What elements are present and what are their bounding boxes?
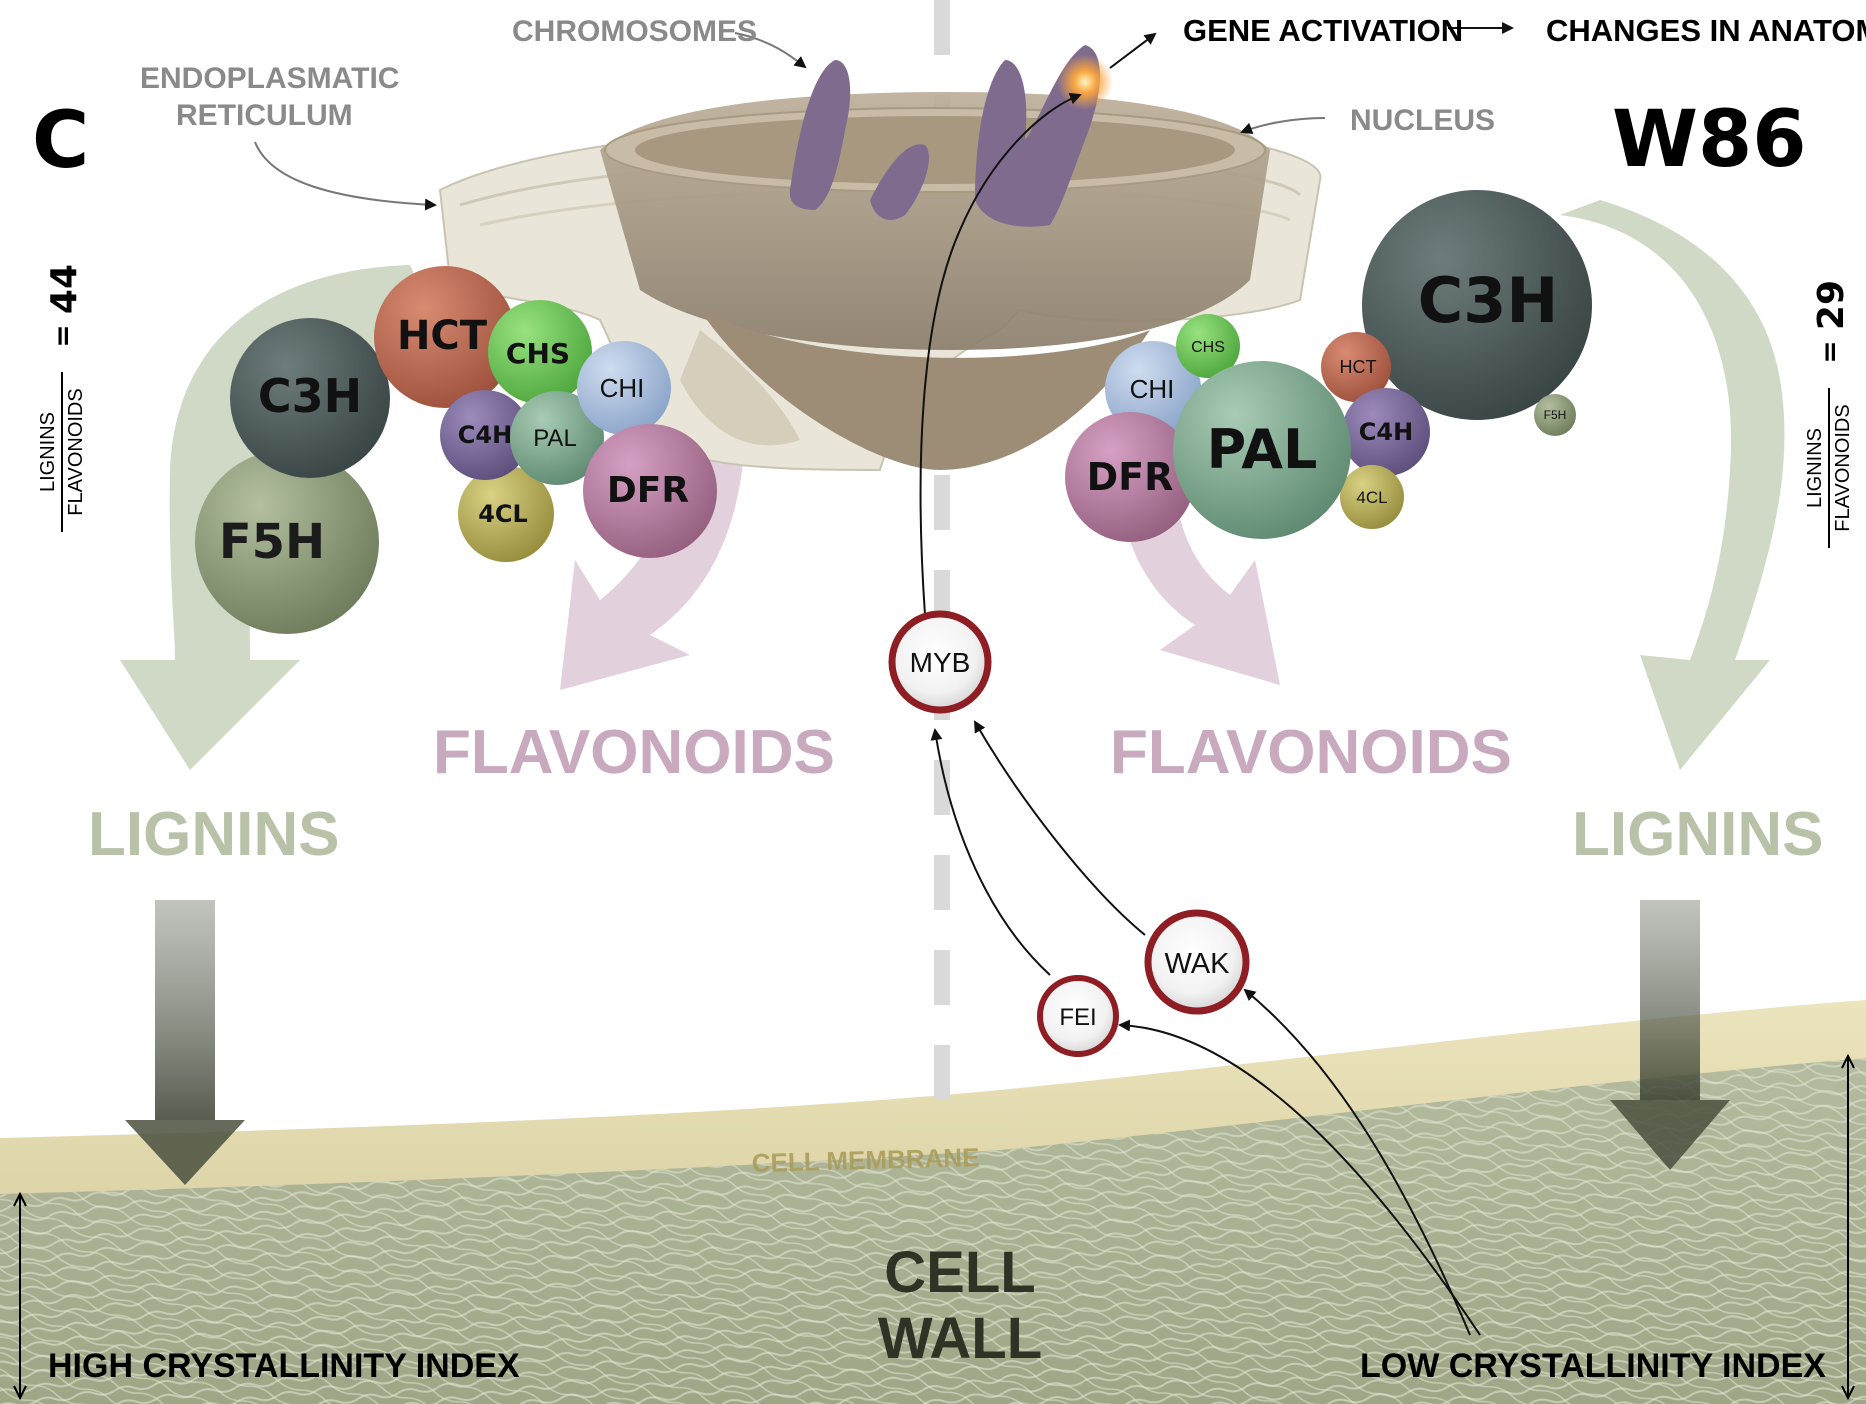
left-down-arrow [125, 900, 245, 1185]
left-ratio-equals: = [46, 324, 79, 347]
svg-text:DFR: DFR [1087, 455, 1174, 499]
left-enzyme-c3h: C3H [230, 318, 390, 478]
svg-text:C4H: C4H [1359, 418, 1413, 446]
svg-text:DFR: DFR [607, 470, 689, 511]
right-ratio-equals: = [1813, 340, 1846, 363]
left-ratio: LIGNINS FLAVONOIDS = 44 [37, 264, 87, 532]
signal-fei: FEI [1037, 975, 1119, 1057]
left-lignin-arrow [120, 265, 440, 770]
panel-letter: C [32, 96, 89, 186]
right-ratio-numerator: LIGNINS [1804, 428, 1826, 508]
right-ratio-value: 29 [1811, 280, 1852, 330]
right-down-arrow [1610, 900, 1730, 1170]
right-enzyme-chs: CHS [1176, 314, 1240, 378]
arrow-myb-to-gene [919, 92, 1082, 616]
left-enzyme-hct: HCT [374, 266, 516, 408]
signal-wak: WAK [1144, 909, 1250, 1015]
signal-myb: MYB [888, 610, 992, 714]
left-enzyme-4cl: 4CL [458, 466, 554, 562]
changes-anatomy-label: CHANGES IN ANATOMY [1546, 13, 1866, 48]
svg-text:PAL: PAL [1207, 418, 1318, 481]
svg-text:C3H: C3H [258, 369, 362, 423]
right-wall-thickness-bracket [1841, 1053, 1855, 1401]
left-enzyme-cluster: F5H C3H HCT 4CL C4H CHS PAL CHI DFR [195, 266, 717, 634]
left-flavonoids-label: FLAVONOIDS [433, 718, 835, 787]
gene-activation-label: GENE ACTIVATION [1183, 13, 1463, 48]
chromosomes-label: CHROMOSOMES [512, 15, 757, 48]
arrow-wak-to-myb [974, 720, 1146, 936]
right-flavonoids-label: FLAVONOIDS [1110, 718, 1512, 787]
svg-text:HCT: HCT [1340, 357, 1377, 377]
low-crystallinity-label: LOW CRYSTALLINITY INDEX [1360, 1347, 1826, 1385]
left-enzyme-c4h: C4H [440, 390, 530, 480]
right-enzyme-f5h: F5H [1534, 394, 1576, 436]
condition-label: W86 [1612, 95, 1807, 185]
right-enzyme-c4h: C4H [1342, 388, 1430, 476]
arrow-wall-to-fei [1118, 1019, 1481, 1336]
svg-text:F5H: F5H [219, 514, 325, 570]
annotation-pointers [254, 32, 1326, 211]
svg-text:CHS: CHS [1191, 339, 1225, 356]
er-label-line1: ENDOPLASMATIC [140, 62, 399, 95]
right-lignin-arrow [1560, 200, 1785, 770]
cell-wall-label-line2: WALL [878, 1306, 1042, 1371]
cell-wall-region [0, 1000, 1866, 1404]
svg-text:4CL: 4CL [1356, 488, 1387, 507]
svg-text:C3H: C3H [1418, 264, 1559, 337]
nucleus [600, 92, 1270, 470]
arrow-wall-to-wak [1243, 988, 1471, 1336]
left-enzyme-chi: CHI [577, 341, 671, 435]
svg-text:CHS: CHS [506, 337, 570, 370]
left-wall-thickness-bracket [13, 1191, 27, 1401]
right-enzyme-dfr: DFR [1065, 412, 1195, 542]
svg-text:CHI: CHI [600, 373, 645, 403]
left-enzyme-chs: CHS [488, 300, 592, 404]
right-enzyme-pal: PAL [1173, 361, 1351, 539]
left-ratio-numerator: LIGNINS [37, 412, 59, 492]
right-enzyme-cluster: C3H F5H HCT C4H 4CL CHI CHS DFR PAL [1065, 190, 1592, 542]
right-enzyme-c3h: C3H [1362, 190, 1592, 420]
svg-text:WAK: WAK [1165, 948, 1231, 980]
left-lignins-label: LIGNINS [88, 800, 339, 869]
left-enzyme-dfr: DFR [583, 424, 717, 558]
right-ratio-denominator: FLAVONOIDS [1832, 404, 1854, 531]
cell-wall-label-line1: CELL [884, 1240, 1035, 1305]
cell-membrane-label: CELL MEMBRANE [751, 1142, 979, 1178]
left-enzyme-f5h: F5H [195, 450, 379, 634]
arrow-fei-to-myb [930, 728, 1051, 976]
left-ratio-value: 44 [44, 264, 85, 314]
svg-text:CHI: CHI [1130, 374, 1175, 404]
svg-text:PAL: PAL [533, 425, 577, 452]
right-ratio: LIGNINS FLAVONOIDS = 29 [1804, 280, 1854, 548]
high-crystallinity-label: HIGH CRYSTALLINITY INDEX [48, 1347, 520, 1385]
arrow-gene-activation [1109, 32, 1157, 69]
left-enzyme-pal: PAL [510, 391, 604, 485]
svg-text:HCT: HCT [397, 313, 488, 359]
nucleus-label: NUCLEUS [1350, 104, 1495, 137]
svg-text:C4H: C4H [458, 421, 512, 449]
svg-text:MYB: MYB [910, 647, 971, 678]
er-label-line2: RETICULUM [176, 99, 353, 132]
left-ratio-denominator: FLAVONOIDS [65, 388, 87, 515]
signaling-arrows [919, 22, 1514, 1336]
svg-text:F5H: F5H [1544, 408, 1567, 422]
svg-text:FEI: FEI [1059, 1004, 1096, 1031]
right-enzyme-hct: HCT [1321, 332, 1391, 402]
svg-text:4CL: 4CL [478, 500, 528, 528]
right-lignins-label: LIGNINS [1572, 800, 1823, 869]
right-enzyme-4cl: 4CL [1340, 465, 1404, 529]
